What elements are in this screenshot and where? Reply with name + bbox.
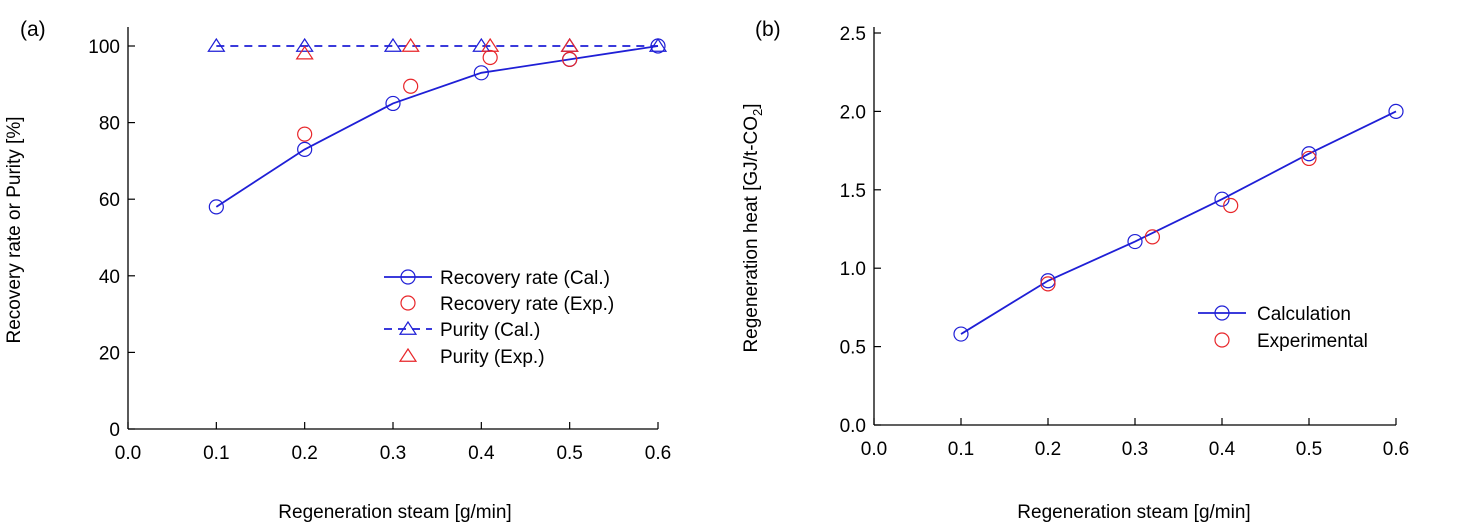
series-calculation <box>953 103 1404 342</box>
y-tick-label: 20 <box>99 343 120 364</box>
y-axis-label: Regeneration heat [GJ/t-CO2] <box>741 103 765 352</box>
x-axis-label: Regeneration steam [g/min] <box>1017 502 1250 523</box>
series-line <box>215 45 659 208</box>
legend-marker <box>400 269 416 285</box>
x-tick-label: 0.1 <box>948 439 974 460</box>
data-point <box>401 37 420 52</box>
y-tick-label: 0 <box>109 420 120 441</box>
y-axis-label-main: Regeneration heat [GJ/t-CO <box>741 116 762 353</box>
data-point <box>1127 233 1143 250</box>
data-point <box>472 37 491 52</box>
legend-marker <box>398 320 418 335</box>
y-tick-label: 0.5 <box>840 338 866 359</box>
x-tick-label: 0.3 <box>1122 439 1148 460</box>
data-point <box>562 51 578 68</box>
data-point <box>297 141 313 158</box>
x-tick-label: 0.4 <box>468 443 495 464</box>
data-point <box>481 37 500 52</box>
series-recovery-rate-exp <box>297 49 578 142</box>
legend-label: Recovery rate (Exp.) <box>440 294 614 315</box>
legend-label: Purity (Cal.) <box>440 320 540 341</box>
x-tick-label: 0.6 <box>645 443 671 464</box>
data-point <box>648 37 668 52</box>
data-point <box>208 199 224 215</box>
x-axis-label: Regeneration steam [g/min] <box>278 502 511 523</box>
y-tick-label: 100 <box>88 37 120 58</box>
legend-marker <box>1214 332 1230 348</box>
y-axis-label-subscript: 2 <box>750 109 765 116</box>
x-tick-label: 0.4 <box>1209 439 1236 460</box>
series-purity-exp <box>295 37 579 60</box>
legend-label: Calculation <box>1257 304 1351 325</box>
chart-panel-a: 0.0 0.1 0.2 0.3 0.4 0.5 0.6 0 20 40 60 80 100 (a) Rege… <box>4 18 671 523</box>
series-purity-cal <box>207 37 668 52</box>
legend-label: Purity (Exp.) <box>440 347 545 368</box>
y-tick-label: 1.0 <box>840 259 866 280</box>
data-point <box>295 45 314 60</box>
x-tick-label: 0.5 <box>1296 439 1322 460</box>
data-point <box>1040 276 1056 292</box>
series-line <box>960 110 1397 335</box>
data-point <box>1388 103 1404 120</box>
legend-label: Experimental <box>1257 331 1368 352</box>
x-tick-label: 0.2 <box>291 443 317 464</box>
x-tick-label: 0.3 <box>380 443 406 464</box>
data-point <box>1223 197 1239 214</box>
x-tick-label: 0.1 <box>203 443 229 464</box>
panel-label: (a) <box>20 18 46 41</box>
series-recovery-rate-cal <box>208 38 666 215</box>
data-point <box>473 65 489 81</box>
legend-marker <box>1214 305 1230 321</box>
legend-marker <box>398 347 418 362</box>
x-tick-label: 0.0 <box>861 439 887 460</box>
data-point <box>1040 273 1056 289</box>
data-point <box>295 37 314 52</box>
data-point <box>953 326 969 342</box>
data-point <box>560 37 579 52</box>
y-tick-label: 80 <box>99 114 120 135</box>
x-tick-label: 0.2 <box>1035 439 1061 460</box>
x-tick-label: 0.5 <box>556 443 582 464</box>
data-point <box>383 37 403 52</box>
y-axis-label-end: ] <box>741 103 762 108</box>
x-tick-label: 0.0 <box>115 443 141 464</box>
y-tick-label: 0.0 <box>840 416 866 437</box>
y-axis-label: Recovery rate or Purity [%] <box>4 116 25 343</box>
data-point <box>385 95 401 112</box>
y-tick-label: 60 <box>99 190 120 211</box>
y-tick-label: 2.5 <box>840 24 866 45</box>
data-point <box>1301 150 1317 167</box>
data-point <box>1144 229 1161 245</box>
chart-panel-b: 0.0 0.1 0.2 0.3 0.4 0.5 0.6 0.0 0.5 1.0 1.5 2.0 2.5 (… <box>741 18 1409 523</box>
panel-label: (b) <box>755 18 781 41</box>
series-experimental <box>1040 150 1317 292</box>
legend-label: Recovery rate (Cal.) <box>440 268 610 289</box>
data-point <box>403 78 419 94</box>
data-point <box>482 49 498 66</box>
y-tick-label: 1.5 <box>840 181 866 202</box>
data-point <box>297 126 313 142</box>
data-point <box>1301 146 1317 162</box>
legend-marker <box>400 295 416 311</box>
data-point <box>207 37 226 52</box>
y-tick-label: 2.0 <box>840 102 866 123</box>
y-tick-label: 40 <box>99 267 120 288</box>
x-tick-label: 0.6 <box>1383 439 1409 460</box>
